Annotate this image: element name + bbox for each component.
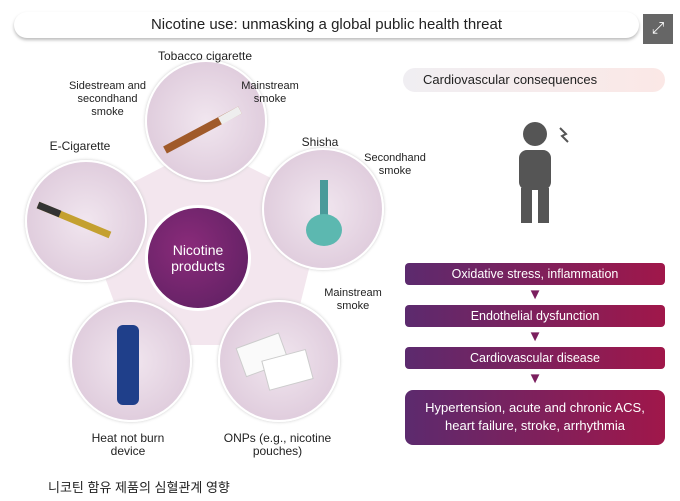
label-secondhand: Secondhand smoke	[364, 152, 426, 177]
down-arrow-icon: ▼	[527, 286, 543, 303]
e-cigarette-icon	[36, 201, 112, 239]
figure-title: Nicotine use: unmasking a global public …	[14, 12, 639, 38]
label-onps: ONPs (e.g., nicotine pouches)	[223, 431, 332, 458]
label-mainstream-bottom: Mainstream smoke	[324, 287, 382, 312]
nicotine-pouches-icon	[235, 332, 314, 391]
e-cigarette-circle	[25, 160, 147, 282]
label-heat-not-burn: Heat not burn device	[91, 431, 165, 458]
shisha-icon	[306, 180, 342, 246]
cigarette-icon	[163, 106, 242, 154]
label-ecig: E-Cigarette	[49, 139, 111, 153]
step-endothelial-dysfunction: Endothelial dysfunction	[405, 305, 665, 327]
down-arrow-icon: ▼	[527, 370, 543, 387]
heat-not-burn-device-icon	[117, 325, 139, 405]
down-arrow-icon: ▼	[527, 328, 543, 345]
label-shisha: Shisha	[301, 135, 339, 149]
label-sidestream: Sidestream and secondhand smoke	[68, 80, 147, 118]
outcome-box: Hypertension, acute and chronic ACS, hea…	[405, 390, 665, 445]
tobacco-cigarette-circle	[145, 60, 267, 182]
step-oxidative-stress: Oxidative stress, inflammation	[405, 263, 665, 285]
caption: 니코틴 함유 제품의 심혈관계 영향	[48, 480, 230, 495]
person-chest-pain-icon	[519, 122, 569, 223]
cardiovascular-header: Cardiovascular consequences	[403, 68, 665, 92]
label-tobacco: Tobacco cigarette	[157, 49, 253, 63]
expand-icon[interactable]: ⤢	[643, 14, 673, 44]
step-cardiovascular-disease: Cardiovascular disease	[405, 347, 665, 369]
label-mainstream-top: Mainstream smoke	[241, 80, 299, 105]
nicotine-products-center: Nicotine products	[145, 205, 251, 311]
center-label: Nicotine products	[171, 242, 225, 274]
